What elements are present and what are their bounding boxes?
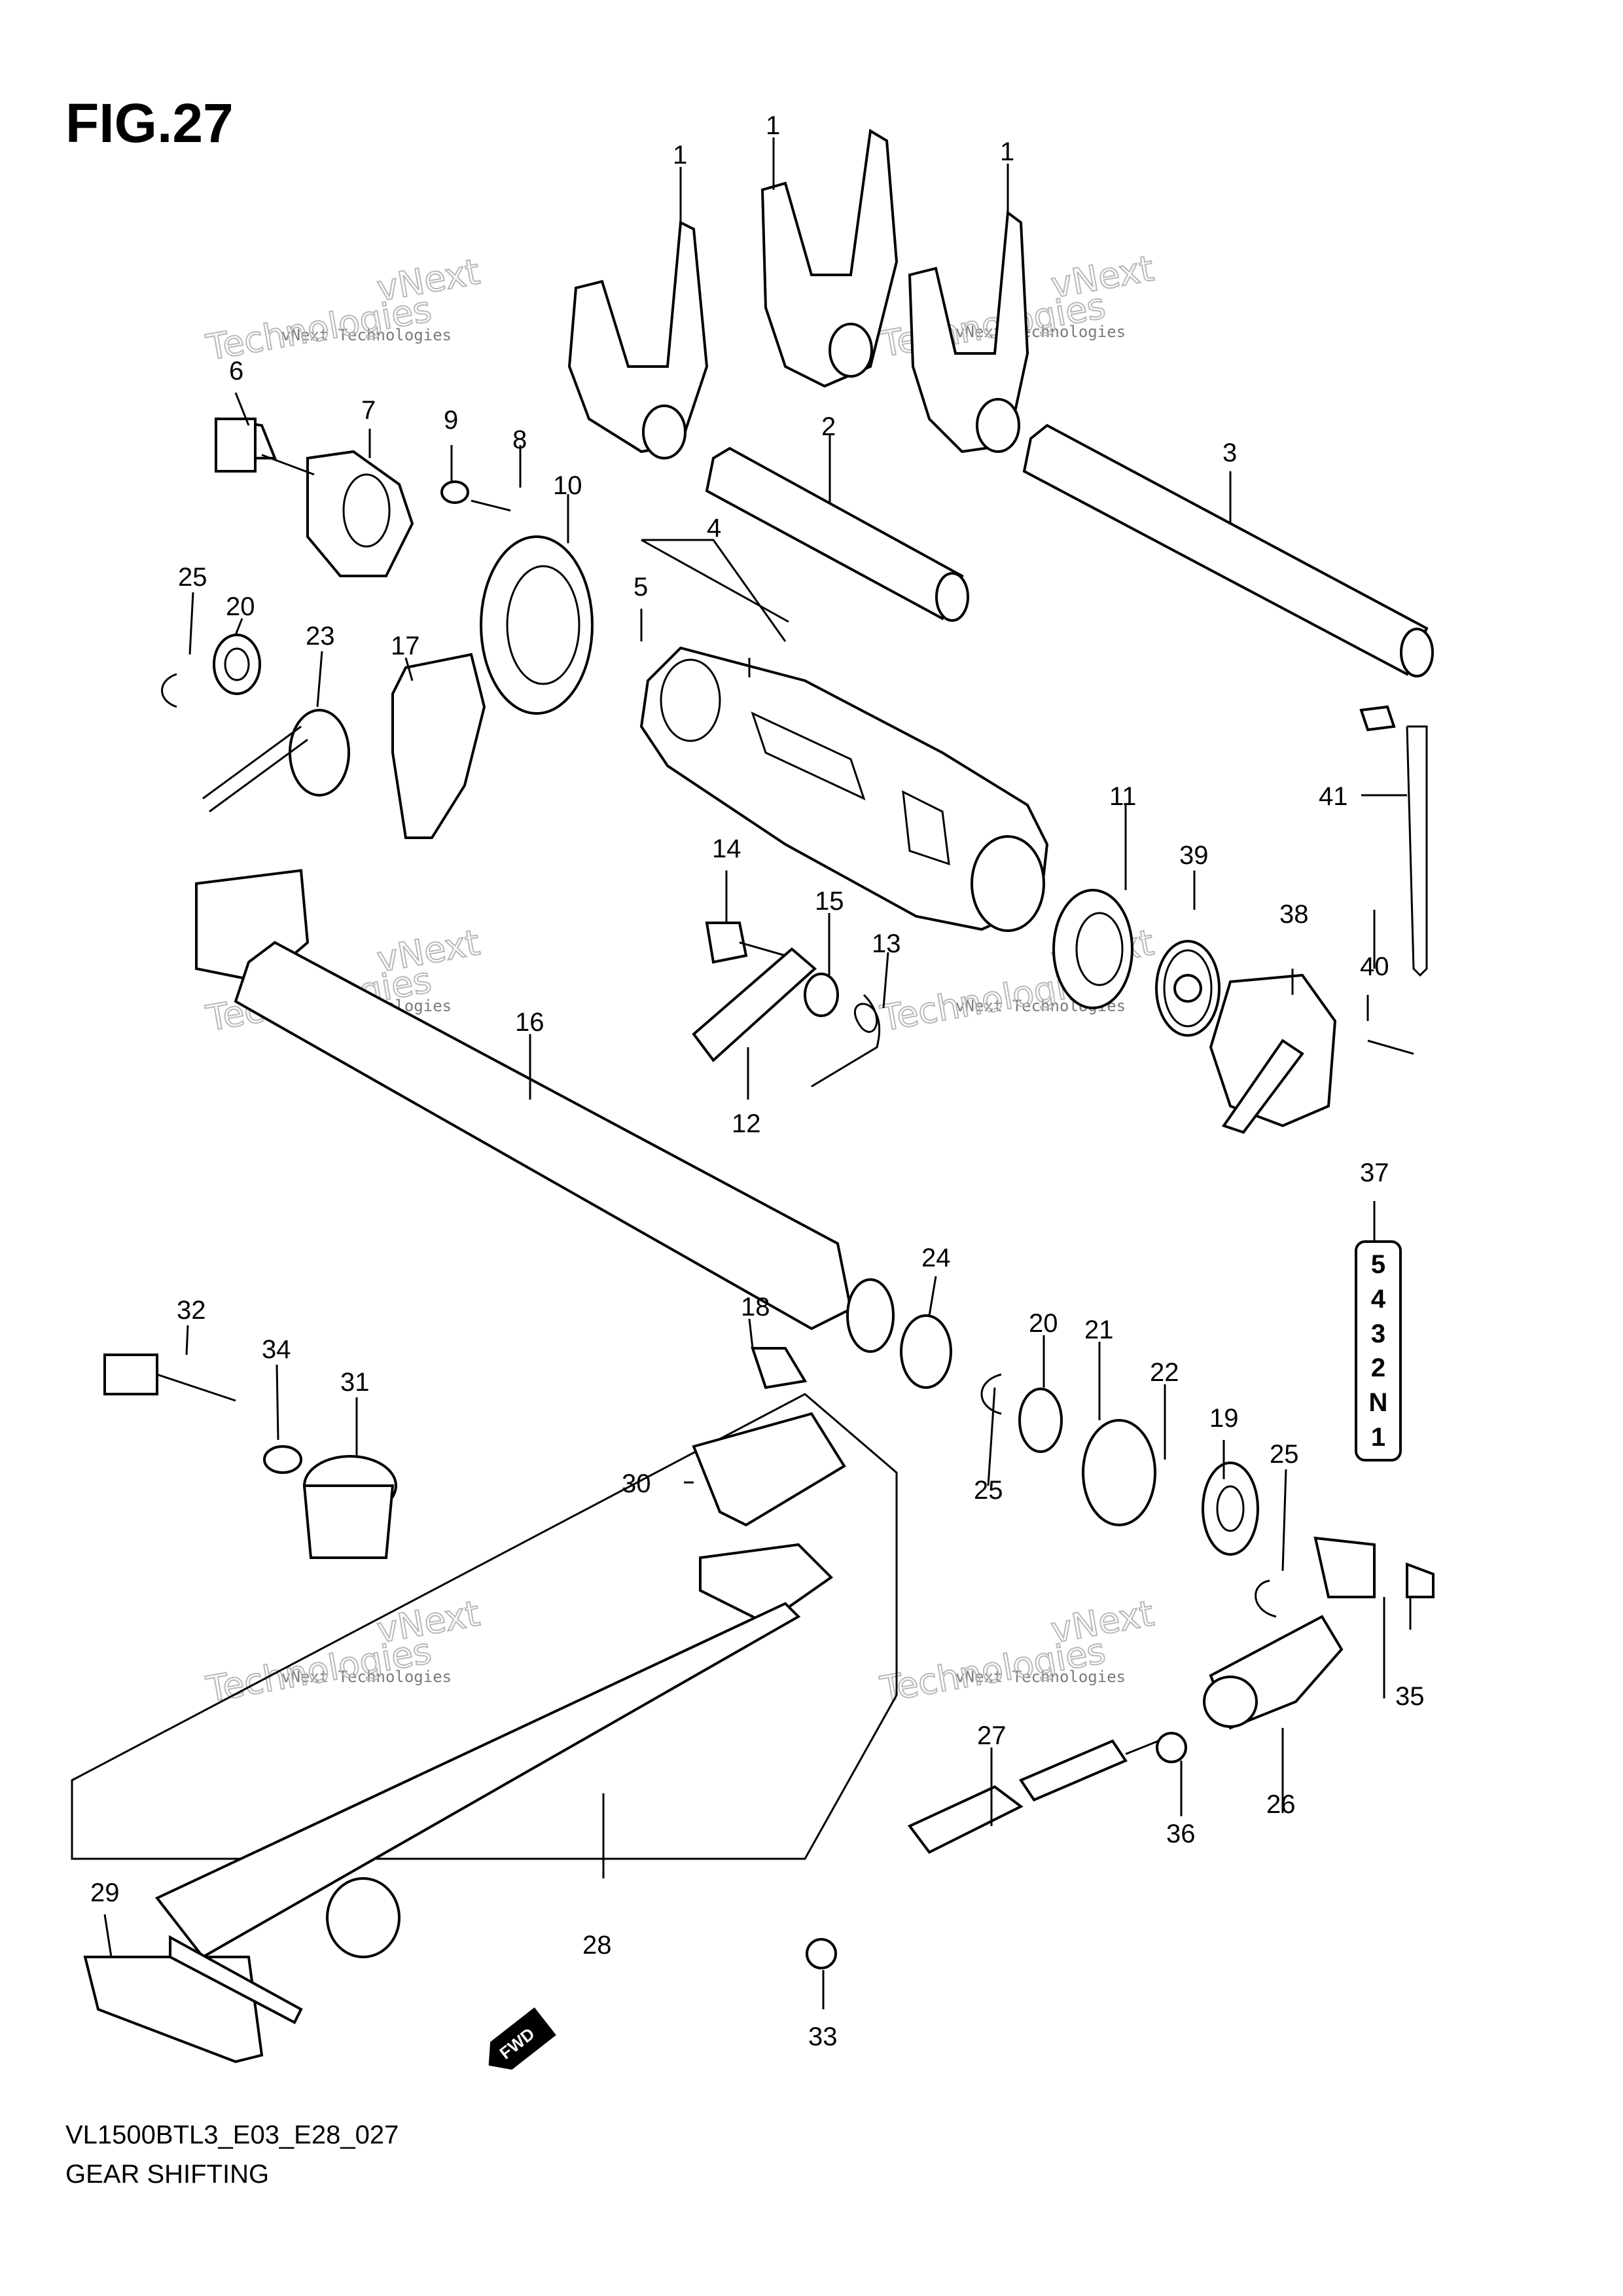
callout-14: 14 <box>712 834 741 863</box>
callout-8: 8 <box>512 425 527 454</box>
callout-26: 26 <box>1266 1790 1296 1819</box>
callout-33: 33 <box>808 2022 838 2051</box>
leader-lines <box>103 137 1412 2009</box>
callout-9: 9 <box>444 406 458 435</box>
watermark-text: vNext Technologies <box>955 323 1126 341</box>
callout-5: 5 <box>633 573 648 601</box>
part-switch-and-clip <box>1173 705 1428 1134</box>
callout-20-lower: 20 <box>1029 1309 1058 1338</box>
callout-39: 39 <box>1179 841 1209 870</box>
gear-label-5: 5 <box>1370 1249 1386 1279</box>
callout-4: 4 <box>707 514 721 543</box>
callout-19: 19 <box>1209 1404 1239 1433</box>
callout-1-left: 1 <box>673 141 687 170</box>
watermark-text: Technologies <box>877 1630 1109 1710</box>
callout-37: 37 <box>1360 1158 1389 1187</box>
callout-11: 11 <box>1109 782 1137 811</box>
part-shift-shaft <box>195 869 895 1353</box>
gear-label-1: 1 <box>1370 1423 1386 1452</box>
callout-labels: 1 1 1 2 3 4 5 6 7 8 9 10 11 12 13 14 15 … <box>90 111 1425 2051</box>
callout-29: 29 <box>90 1878 120 1907</box>
callout-34: 34 <box>262 1335 291 1364</box>
watermark-text: Technologies <box>203 1630 435 1710</box>
callout-30: 30 <box>622 1469 651 1498</box>
callout-6: 6 <box>229 357 243 386</box>
part-shift-forks <box>567 128 1029 459</box>
gear-label-3: 3 <box>1370 1319 1386 1348</box>
callout-13: 13 <box>872 929 901 958</box>
callout-35: 35 <box>1395 1682 1425 1711</box>
callout-10: 10 <box>553 471 582 500</box>
callout-15: 15 <box>815 887 844 916</box>
part-stopper-and-cam <box>217 417 486 839</box>
callout-1-right: 1 <box>1000 137 1014 166</box>
gear-position-indicator: 5 4 3 2 N 1 <box>1355 1240 1402 1462</box>
callout-12: 12 <box>732 1109 761 1138</box>
callout-22: 22 <box>1150 1358 1179 1387</box>
callout-36: 36 <box>1166 1820 1196 1848</box>
callout-2: 2 <box>821 412 836 441</box>
watermark-text: vNext Technologies <box>281 1668 452 1686</box>
callout-32: 32 <box>177 1296 206 1325</box>
watermark-text: vNext Technologies <box>955 1668 1126 1686</box>
callout-18: 18 <box>741 1293 770 1321</box>
watermark-text: vNext Technologies <box>281 326 452 344</box>
part-fork-shafts <box>705 423 1434 677</box>
part-linkage-rod <box>806 1536 1376 1969</box>
callout-24: 24 <box>921 1244 951 1272</box>
part-shift-pedal-assembly <box>71 1393 898 2064</box>
gear-label-n: N <box>1368 1388 1388 1418</box>
part-shift-drum <box>639 646 1049 932</box>
gear-label-2: 2 <box>1370 1354 1386 1383</box>
callout-25-right: 25 <box>1270 1440 1299 1469</box>
model-code: VL1500BTL3_E03_E28_027 <box>65 2121 399 2149</box>
callout-17: 17 <box>391 632 420 660</box>
callout-23: 23 <box>306 622 335 651</box>
gear-label-4: 4 <box>1370 1284 1386 1314</box>
callout-21: 21 <box>1084 1316 1114 1344</box>
callout-7: 7 <box>361 396 376 425</box>
callout-28: 28 <box>582 1931 612 1960</box>
figure-title: FIG.27 <box>65 92 234 154</box>
callout-20-upper: 20 <box>226 592 255 621</box>
part-bolts <box>103 418 1435 1598</box>
part-springs-and-washers <box>161 634 1277 1618</box>
callout-40: 40 <box>1360 952 1389 981</box>
callout-31: 31 <box>340 1368 370 1397</box>
callout-1-middle: 1 <box>766 111 780 140</box>
callout-38: 38 <box>1279 900 1309 929</box>
callout-25-lower: 25 <box>974 1476 1003 1505</box>
callout-3: 3 <box>1222 439 1237 467</box>
callout-25-upper: 25 <box>178 563 207 592</box>
section-title: GEAR SHIFTING <box>65 2160 270 2189</box>
callout-27: 27 <box>977 1721 1007 1750</box>
callout-41: 41 <box>1319 782 1348 811</box>
part-bearings <box>480 535 1221 1037</box>
callout-16: 16 <box>515 1008 544 1037</box>
